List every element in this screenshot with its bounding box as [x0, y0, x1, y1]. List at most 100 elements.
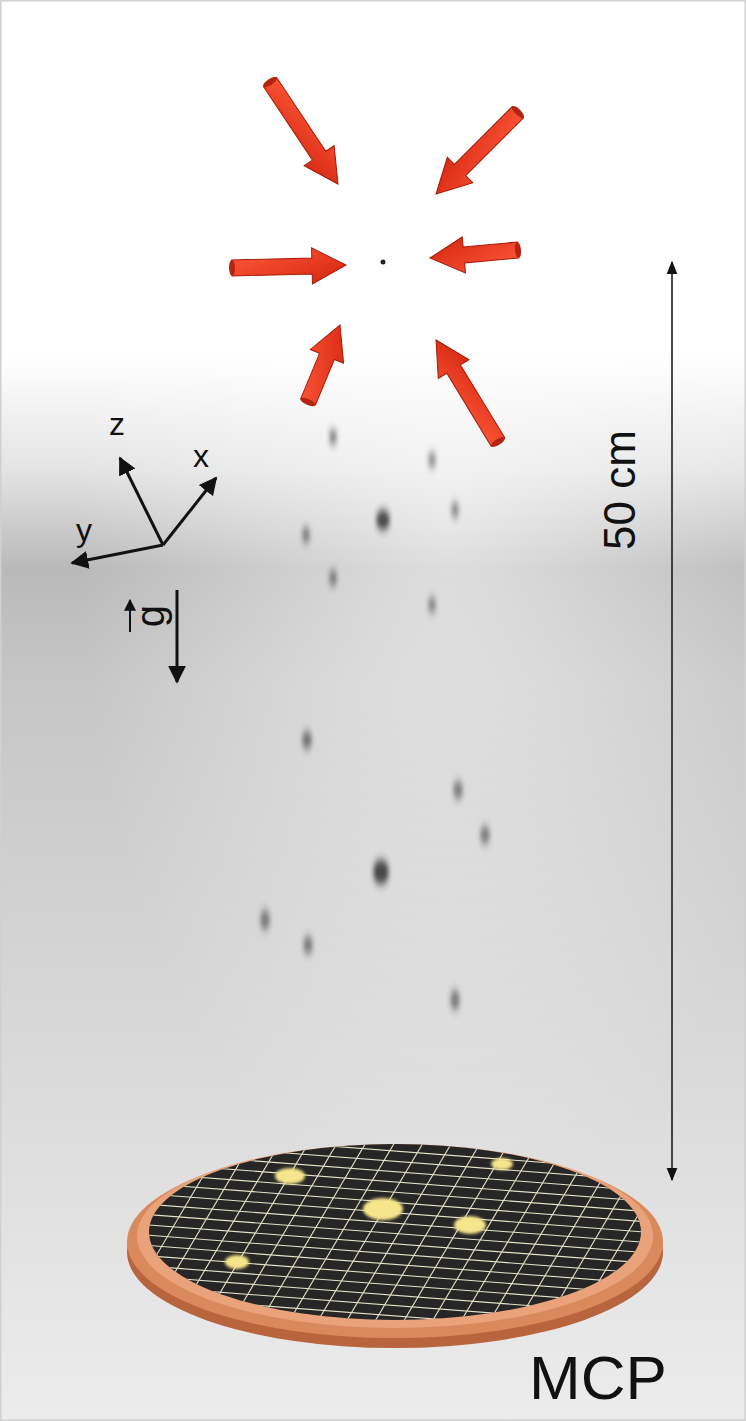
- atom-cloud: [450, 990, 460, 1010]
- grid-line: [160, 1093, 310, 1347]
- grid-line: [625, 1129, 746, 1383]
- atom-cloud: [329, 570, 337, 586]
- laser-arrow-body: [232, 247, 347, 286]
- atom-cloud: [303, 936, 313, 954]
- falling-atoms: [260, 429, 490, 1010]
- atom-cloud: [453, 781, 463, 799]
- detector-grid: [0, 1078, 746, 1385]
- laser-arrow-tail: [490, 435, 507, 448]
- mcp-detector: [0, 1078, 746, 1385]
- grid-line: [78, 1087, 228, 1341]
- laser-arrow-tail: [299, 396, 316, 408]
- y-axis: [72, 545, 163, 563]
- grid-line: [297, 1103, 447, 1357]
- grid-line: [0, 1295, 694, 1349]
- atom-cloud: [373, 860, 389, 884]
- grid-line: [242, 1099, 392, 1353]
- gravity-arrow: [176, 590, 179, 682]
- atom-cloud: [480, 826, 490, 844]
- atom-cloud: [329, 429, 337, 445]
- laser-beams: [229, 70, 533, 454]
- grid-line: [543, 1122, 693, 1376]
- grid-line: [105, 1089, 255, 1343]
- grid-line: [571, 1124, 721, 1378]
- grid-line: [598, 1126, 746, 1380]
- grid-line: [59, 1177, 746, 1231]
- atom-hits: [225, 1158, 513, 1269]
- grid-line: [406, 1112, 556, 1366]
- atom-hit: [454, 1216, 486, 1234]
- laser-arrow: [229, 247, 347, 286]
- grid-line: [215, 1097, 365, 1351]
- laser-arrow-tail: [229, 260, 235, 276]
- z-axis: [120, 458, 163, 545]
- laser-arrow-tail: [510, 104, 526, 120]
- grid-line: [112, 1088, 746, 1142]
- grid-line: [379, 1110, 529, 1364]
- laser-arrow-body: [255, 72, 353, 194]
- atom-cloud: [302, 527, 310, 543]
- grid-line: [488, 1118, 638, 1372]
- atom-cloud: [302, 731, 312, 749]
- atom-cloud: [451, 502, 459, 518]
- atom-cloud: [428, 597, 436, 613]
- grid-line: [1, 1275, 705, 1329]
- laser-arrow-body: [428, 232, 519, 276]
- grid-line: [50, 1085, 200, 1339]
- dimension-label: 50 cm: [598, 430, 642, 550]
- grid-line: [351, 1108, 501, 1362]
- grid-line: [19, 1246, 723, 1300]
- grid-line: [0, 1078, 118, 1332]
- laser-arrow: [428, 232, 522, 276]
- grid-line: [132, 1091, 282, 1345]
- atom-hit: [275, 1168, 305, 1184]
- grid-line: [0, 1285, 700, 1339]
- axis-label: x: [193, 440, 209, 472]
- grid-line: [36, 1216, 740, 1270]
- detector-plate: [149, 1144, 641, 1320]
- grid-line: [0, 1080, 145, 1334]
- x-axis: [163, 478, 216, 545]
- gravity-label: g: [130, 605, 170, 627]
- atom-hit: [491, 1158, 513, 1170]
- grid-line: [13, 1256, 717, 1310]
- laser-arrow-body: [291, 318, 356, 409]
- axis-label: z: [109, 408, 125, 440]
- grid-line: [434, 1114, 584, 1368]
- atom-hit: [225, 1255, 249, 1269]
- atom-cloud: [260, 910, 270, 930]
- grid-line: [324, 1106, 474, 1360]
- atom-hit: [363, 1198, 403, 1220]
- atom-cloud: [428, 452, 436, 468]
- grid-line: [516, 1120, 666, 1374]
- laser-arrow: [421, 331, 515, 454]
- dimension-line: [671, 262, 673, 1180]
- grid-line: [30, 1226, 734, 1280]
- grid-line: [71, 1157, 746, 1211]
- grid-line: [7, 1266, 711, 1320]
- grid-line: [65, 1167, 746, 1221]
- axis-label: y: [76, 514, 92, 546]
- grid-line: [106, 1098, 746, 1152]
- grid-line: [23, 1082, 173, 1336]
- laser-arrow-tail: [514, 242, 521, 258]
- grid-line: [461, 1116, 611, 1370]
- laser-arrow: [423, 97, 533, 207]
- grid-line: [54, 1187, 746, 1241]
- coordinate-axes: [72, 458, 216, 563]
- laser-arrow: [253, 70, 353, 194]
- laser-arrow-body: [421, 331, 514, 452]
- detector-label: MCP: [529, 1347, 667, 1409]
- grid-line: [25, 1236, 729, 1290]
- laser-arrow-tail: [262, 75, 279, 89]
- grid-line: [48, 1197, 746, 1251]
- laser-arrow-body: [423, 99, 530, 206]
- atom-cloud: [376, 510, 390, 530]
- grid-line: [187, 1095, 337, 1349]
- laser-arrow: [290, 318, 356, 412]
- grid-line: [269, 1101, 419, 1355]
